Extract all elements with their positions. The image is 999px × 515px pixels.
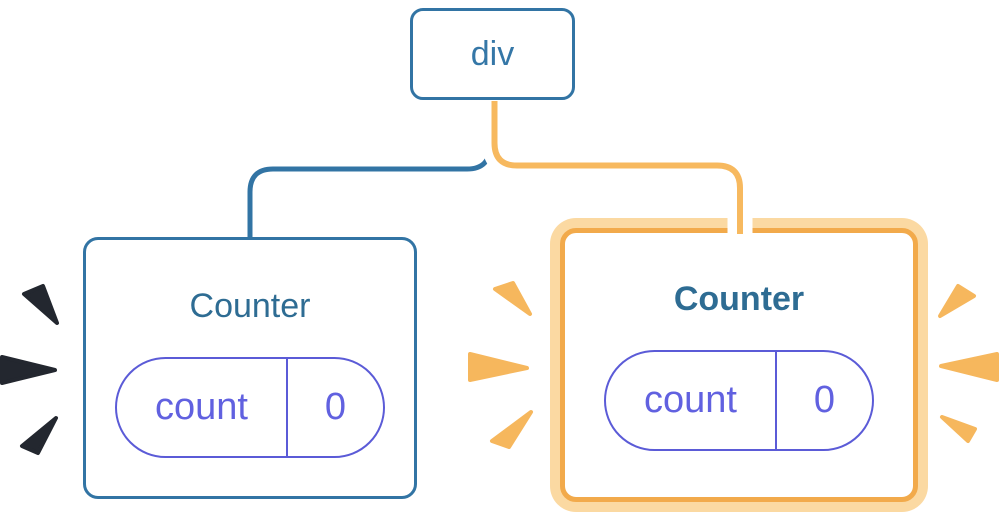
state-pill: count 0	[115, 357, 385, 458]
spark-icon	[0, 355, 57, 385]
sparks-right-counter-right-side	[938, 284, 999, 443]
spark-icon	[493, 281, 532, 316]
counter-card-right: Counter count 0	[560, 228, 918, 502]
pill-divider	[775, 352, 777, 449]
edge-div-to-left-counter	[247, 101, 493, 238]
sparks-right-counter-left-side	[468, 281, 533, 449]
root-node-label: div	[470, 35, 515, 73]
state-key-label: count	[644, 379, 737, 421]
edge-div-to-right-counter	[491, 101, 743, 234]
counter-title: Counter	[673, 280, 805, 318]
spark-icon	[938, 284, 976, 318]
state-pill: count 0	[604, 350, 874, 451]
state-value: 0	[324, 386, 347, 428]
spark-icon	[490, 410, 533, 449]
counter-title: Counter	[189, 287, 311, 325]
edge-white-casing	[482, 101, 753, 234]
counter-card-left: Counter count 0	[83, 237, 417, 499]
sparks-left-counter	[0, 284, 59, 455]
state-value: 0	[813, 379, 836, 421]
pill-divider	[286, 359, 288, 456]
state-key-label: count	[155, 386, 248, 428]
counter-card-highlight-band: Counter count 0	[550, 218, 928, 512]
spark-icon	[20, 416, 58, 455]
spark-icon	[939, 352, 999, 382]
spark-icon	[22, 284, 59, 325]
spark-icon	[940, 415, 977, 443]
root-node-div: div	[410, 8, 575, 100]
spark-icon	[468, 352, 529, 382]
